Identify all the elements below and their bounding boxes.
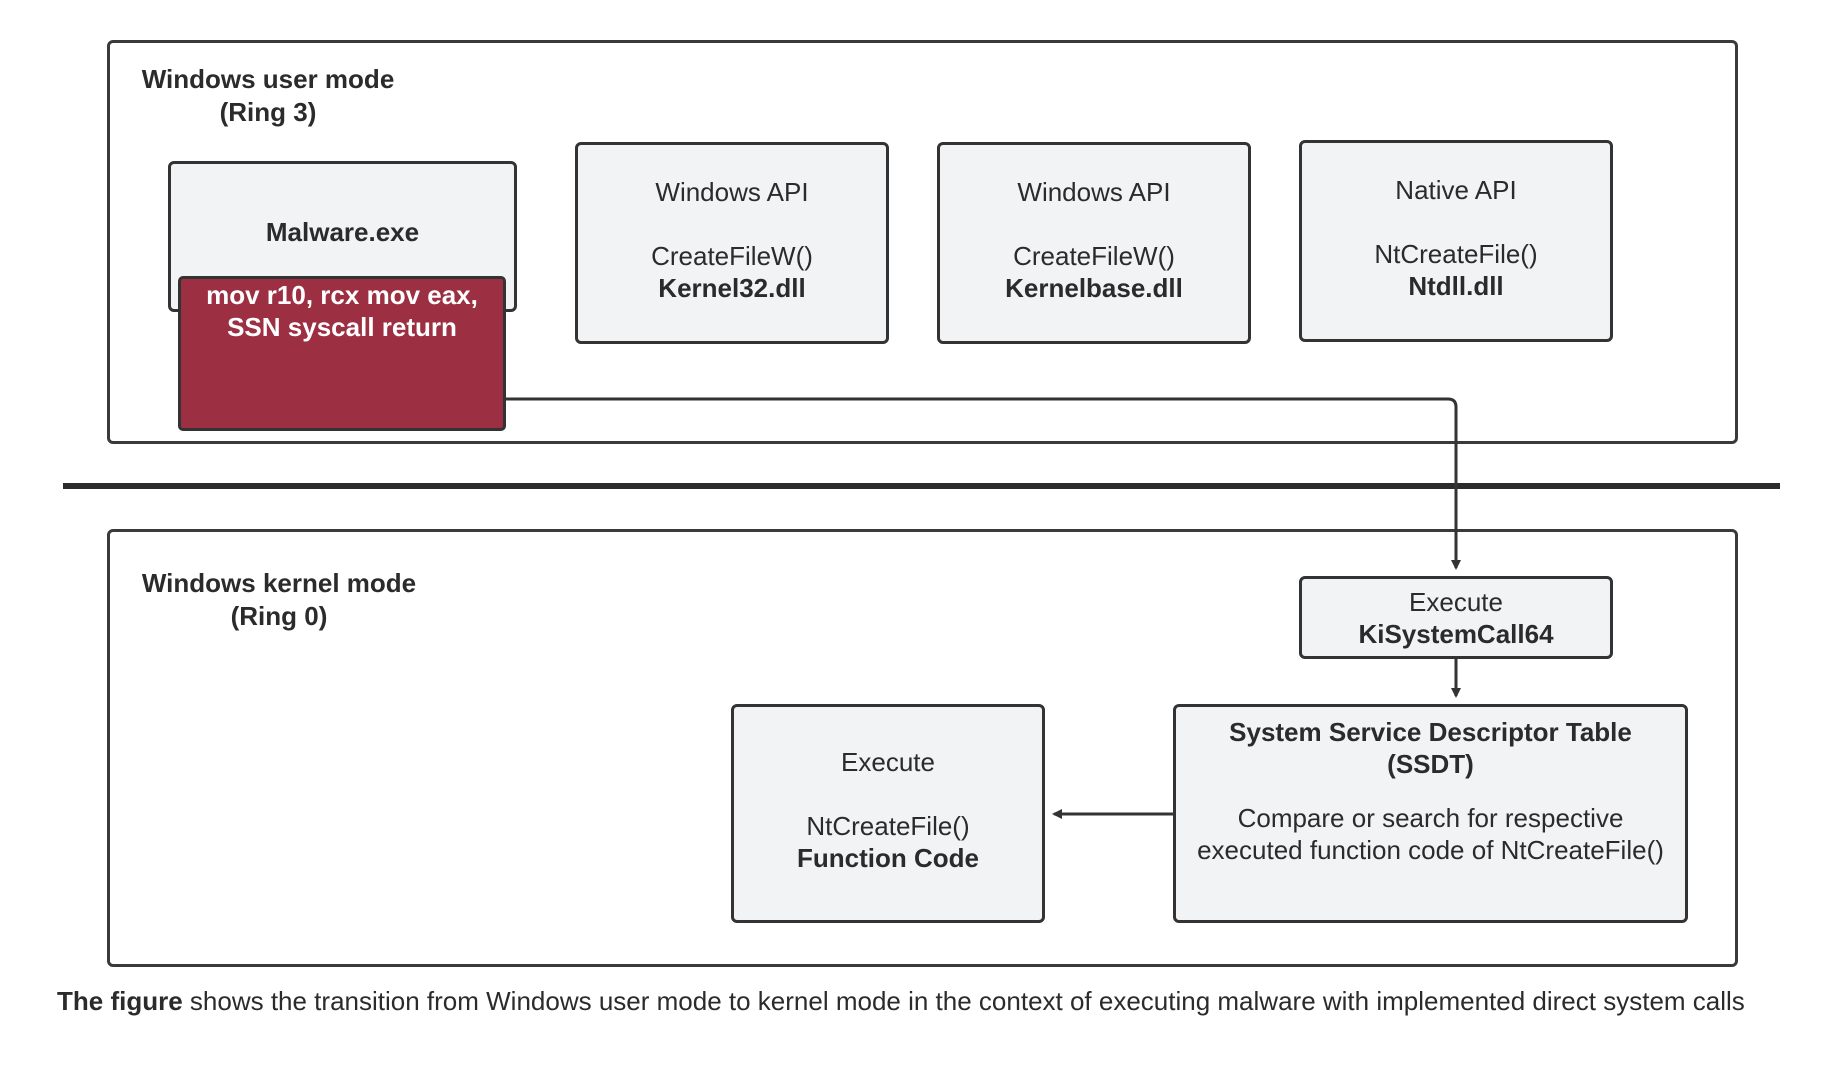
syscall-stub-line-4: return [381,312,457,342]
syscall-stub-line-3: syscall [287,312,375,342]
kernel32-title: Windows API [655,177,809,207]
caption-text: shows the transition from Windows user m… [182,986,1745,1016]
figure-caption: The figure shows the transition from Win… [57,984,1817,1018]
ssdt-title-line2: (SSDT) [1387,749,1474,779]
kernelbase-title: Windows API [1017,177,1171,207]
native-api-dll: Ntdll.dll [1408,271,1504,301]
ssdt-box: System Service Descriptor Table (SSDT) C… [1173,704,1688,923]
ssdt-desc-line1: Compare or search for respective [1237,803,1624,833]
kernel-mode-label-line2: (Ring 0) [230,601,328,631]
syscall-to-kisystemcall-arrow [506,397,1461,570]
malware-exe-title: Malware.exe [265,217,420,247]
windows-api-kernelbase-box: Windows API CreateFileW() Kernelbase.dll [937,142,1251,344]
syscall-stub-line-2: mov eax, SSN [227,280,478,342]
ssdt-desc-line2: executed function code of NtCreateFile() [1197,835,1664,865]
function-code-execute: Execute [841,747,935,777]
kernel-mode-label-line1: Windows kernel mode [141,568,417,598]
kernel32-function: CreateFileW() [651,241,813,271]
caption-bold: The figure [57,986,183,1016]
kernelbase-function: CreateFileW() [1013,241,1175,271]
function-code-label: Function Code [797,843,979,873]
native-api-ntdll-box: Native API NtCreateFile() Ntdll.dll [1299,140,1613,342]
user-mode-label-line1: Windows user mode [141,64,395,94]
syscall-stub-line-1: mov r10, rcx [206,280,360,310]
kisystemcall64-box: Execute KiSystemCall64 [1299,576,1613,659]
user-mode-label-line2: (Ring 3) [219,97,317,127]
kernel32-dll: Kernel32.dll [658,273,806,303]
mode-boundary-line [63,483,1780,489]
ssdt-title-line1: System Service Descriptor Table [1229,717,1632,747]
kernel-mode-label: Windows kernel mode (Ring 0) [128,567,430,633]
native-api-title: Native API [1395,175,1517,205]
kernelbase-dll: Kernelbase.dll [1005,273,1183,303]
kisystemcall64-execute: Execute [1409,587,1503,617]
kisystemcall64-name: KiSystemCall64 [1358,619,1554,649]
ntcreatefile-function-code-box: Execute NtCreateFile() Function Code [731,704,1045,923]
syscall-stub-box: mov r10, rcx mov eax, SSN syscall return [178,276,506,431]
windows-api-kernel32-box: Windows API CreateFileW() Kernel32.dll [575,142,889,344]
user-mode-label: Windows user mode (Ring 3) [128,63,408,129]
native-api-function: NtCreateFile() [1374,239,1538,269]
function-code-function: NtCreateFile() [806,811,970,841]
